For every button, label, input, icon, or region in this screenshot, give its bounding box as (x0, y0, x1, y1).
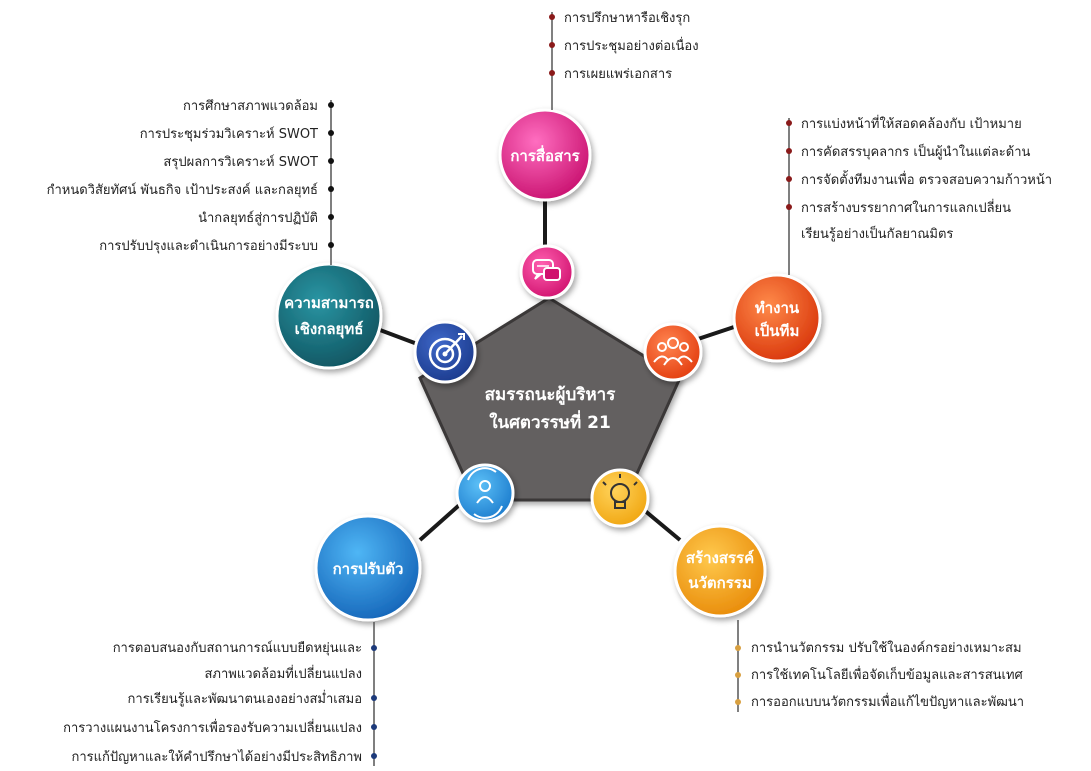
strategy-list: การศึกษาสภาพแวดล้อม การประชุมร่วมวิเคราะ… (47, 99, 334, 265)
teamwork-list: การแบ่งหน้าที่ให้สอดคล้องกับ เป้าหมาย กา… (786, 115, 1052, 275)
node-teamwork-label-line2: เป็นทีม (755, 321, 800, 340)
innovation-item: การออกแบบนวัตกรรมเพื่อแก้ไขปัญหาและพัฒนา (751, 693, 1024, 710)
center-title-line1: สมรรถนะผู้บริหาร (485, 385, 617, 406)
communication-item: การประชุมอย่างต่อเนื่อง (564, 37, 699, 54)
node-innovation-label-line1: สร้างสรรค์ (686, 549, 754, 567)
communication-item: การเผยแพร่เอกสาร (564, 67, 672, 82)
node-teamwork-label-line1: ทำงาน (755, 299, 800, 317)
adaptation-item: การแก้ปัญหาและให้คำปรึกษาได้อย่างมีประสิ… (71, 749, 362, 765)
node-innovation: สร้างสรรค์ นวัตกรรม (673, 524, 767, 618)
team-people-icon (643, 322, 703, 382)
communication-list: การปรึกษาหารือเชิงรุก การประชุมอย่างต่อเ… (549, 10, 699, 110)
node-innovation-label-line2: นวัตกรรม (688, 574, 752, 592)
strategy-item: สรุปผลการวิเคราะห์ SWOT (163, 154, 318, 170)
strategy-item: กำหนดวิสัยทัศน์ พันธกิจ เป้าประสงค์ และก… (47, 182, 318, 198)
strategy-item: การปรับปรุงและดำเนินการอย่างมีระบบ (99, 238, 318, 254)
target-arrow-icon (413, 320, 477, 384)
teamwork-item: การสร้างบรรยากาศในการแลกเปลี่ยน (801, 199, 1011, 216)
innovation-item: การนำนวัตกรรม ปรับใช้ในองค์กรอย่างเหมาะส… (751, 640, 1022, 656)
lightbulb-gear-icon (590, 468, 650, 528)
node-communication: การสื่อสาร (498, 108, 592, 202)
speech-bubbles-icon (519, 244, 575, 300)
strategy-item: การประชุมร่วมวิเคราะห์ SWOT (140, 126, 318, 142)
teamwork-item: การจัดตั้งทีมงานเพื่อ ตรวจสอบความก้าวหน้… (801, 170, 1052, 188)
innovation-item: การใช้เทคโนโลยีเพื่อจัดเก็บข้อมูลและสารส… (751, 665, 1024, 683)
node-communication-label: การสื่อสาร (510, 145, 580, 165)
strategy-item: นำกลยุทธ์สู่การปฏิบัติ (198, 210, 318, 226)
node-strategy-label-line1: ความสามารถ (284, 294, 374, 312)
adaptation-item: การวางแผนงานโครงการเพื่อรองรับความเปลี่ย… (63, 719, 362, 736)
teamwork-item: เรียนรู้อย่างเป็นกัลยาณมิตร (801, 224, 953, 242)
node-strategy: ความสามารถ เชิงกลยุทธ์ (275, 262, 383, 370)
connector-adaptation (418, 498, 467, 542)
strategy-item: การศึกษาสภาพแวดล้อม (183, 99, 318, 114)
node-teamwork: ทำงาน เป็นทีม (732, 273, 822, 363)
node-strategy-label-line2: เชิงกลยุทธ์ (295, 320, 364, 339)
adaptation-item: สภาพแวดล้อมที่เปลี่ยนแปลง (204, 665, 362, 682)
person-cycle-icon (455, 463, 515, 523)
connector-strategy (379, 328, 421, 347)
communication-item: การปรึกษาหารือเชิงรุก (564, 10, 690, 26)
node-adaptation-label: การปรับตัว (333, 560, 404, 578)
adaptation-item: การเรียนรู้และพัฒนาตนเองอย่างสม่ำเสมอ (128, 690, 362, 707)
adaptation-item: การตอบสนองกับสถานการณ์แบบยืดหยุ่นและ (113, 640, 362, 656)
center-title-line2: ในศตวรรษที่ 21 (489, 410, 611, 433)
innovation-list: การนำนวัตกรรม ปรับใช้ในองค์กรอย่างเหมาะส… (735, 620, 1024, 712)
node-adaptation: การปรับตัว (314, 514, 422, 622)
adaptation-list: การตอบสนองกับสถานการณ์แบบยืดหยุ่นและ สภา… (63, 622, 377, 766)
teamwork-item: การคัดสรรบุคลากร เป็นผู้นำในแต่ละด้าน (801, 142, 1031, 160)
teamwork-item: การแบ่งหน้าที่ให้สอดคล้องกับ เป้าหมาย (801, 115, 1022, 132)
